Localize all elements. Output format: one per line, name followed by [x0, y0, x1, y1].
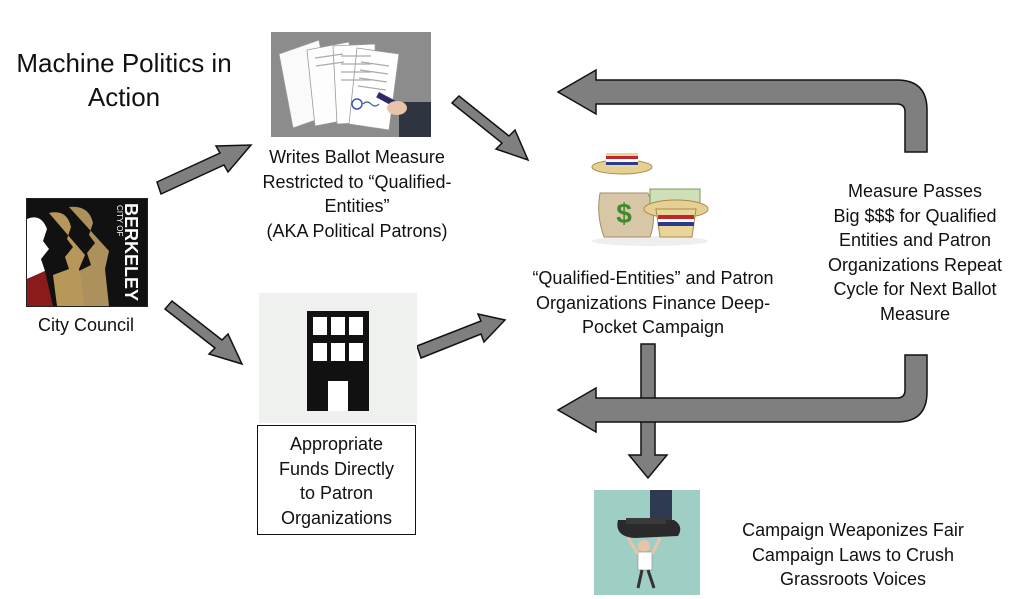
documents-signing-illustration — [271, 32, 431, 137]
measure-passes-line-2: Big $$$ for Qualified — [833, 205, 997, 226]
finance-campaign-line-2: Organizations Finance Deep- — [535, 292, 771, 313]
logo-city-of: CITY OF — [115, 205, 124, 237]
arrow-cycle-bottom — [556, 354, 928, 434]
writes-measure-line-3: Entities” — [324, 196, 390, 216]
measure-passes-line-4: Organizations Repeat — [827, 254, 1003, 275]
measure-passes-line-1: Measure Passes — [847, 181, 983, 201]
measure-passes-label: Measure Passes Big $$$ for Qualified Ent… — [806, 179, 1024, 326]
logo-berkeley: BERKELEY — [121, 203, 141, 301]
appropriate-funds-line-4: Organizations — [280, 507, 393, 528]
appropriate-funds-label: Appropriate Funds Directly to Patron Org… — [257, 432, 416, 530]
finance-campaign-label: “Qualified-Entities” and Patron Organiza… — [508, 266, 798, 340]
appropriate-funds-line-3: to Patron — [299, 483, 374, 503]
measure-passes-line-3: Entities and Patron — [838, 230, 992, 250]
finance-campaign-line-1: “Qualified-Entities” and Patron — [532, 268, 774, 288]
diagram-title: Machine Politics in Action — [16, 48, 232, 112]
arrow-council-to-funds — [163, 299, 244, 366]
measure-passes-line-5: Cycle for Next Ballot — [833, 279, 997, 299]
arrow-council-to-measure — [156, 144, 253, 196]
appropriate-funds-line-1: Appropriate — [289, 434, 384, 454]
arrow-measure-to-finance — [450, 94, 530, 162]
arrow-cycle-top — [556, 68, 928, 153]
writes-measure-line-4: (AKA Political Patrons) — [266, 220, 448, 241]
appropriate-funds-line-2: Funds Directly — [278, 458, 395, 479]
money-bags-straw-hats-illustration: $ — [588, 145, 713, 247]
finance-campaign-line-3: Pocket Campaign — [581, 317, 725, 337]
svg-text:$: $ — [616, 198, 632, 229]
measure-passes-line-6: Measure — [879, 303, 951, 324]
writes-measure-label: Writes Ballot Measure Restricted to “Qua… — [232, 145, 482, 243]
weaponizes-line-1: Campaign Weaponizes Fair — [742, 520, 964, 540]
boot-crushing-person-illustration — [594, 490, 700, 595]
appropriate-funds-box — [257, 425, 416, 535]
weaponizes-label: Campaign Weaponizes Fair Campaign Laws t… — [712, 518, 994, 592]
writes-measure-line-1: Writes Ballot Measure — [269, 147, 445, 167]
writes-measure-line-2: Restricted to “Qualified- — [262, 171, 452, 192]
city-council-label: City Council — [37, 315, 135, 335]
arrow-funds-to-finance — [416, 312, 507, 359]
weaponizes-line-2: Campaign Laws to Crush — [751, 544, 955, 565]
weaponizes-line-3: Grassroots Voices — [779, 569, 927, 589]
city-of-berkeley-logo: CITY OF BERKELEY — [26, 198, 148, 307]
office-building-icon — [259, 293, 417, 423]
